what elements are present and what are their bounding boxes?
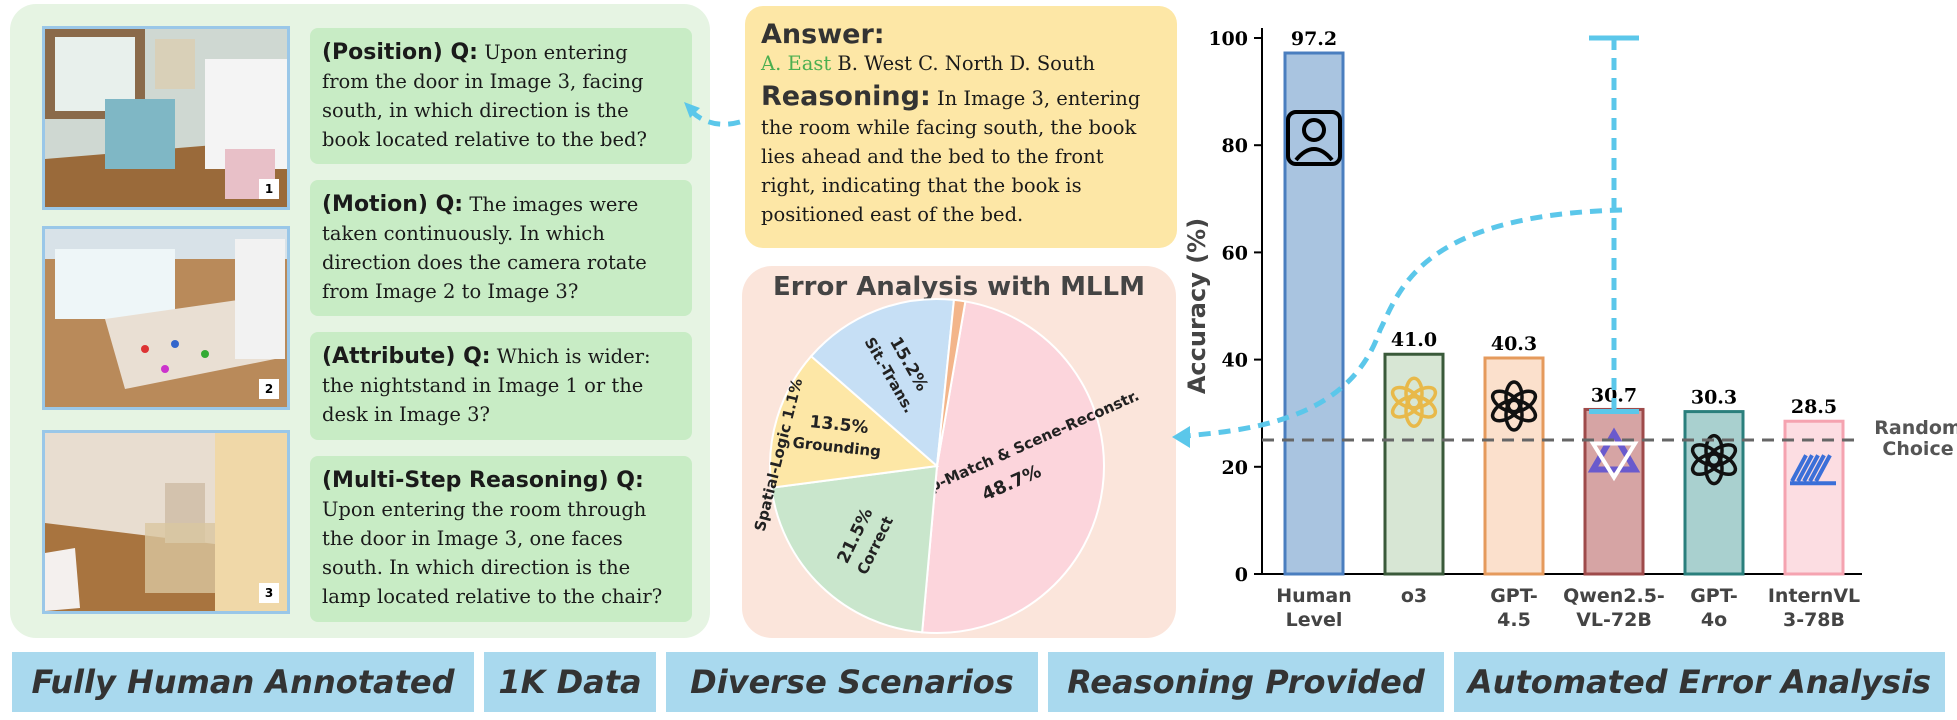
- scene-image-3: 3: [42, 430, 290, 614]
- y-axis-label: Accuracy (%): [1183, 218, 1211, 394]
- banner-reasoning-provided: Reasoning Provided: [1048, 652, 1444, 712]
- x-tick-label: 3-78B: [1783, 609, 1845, 631]
- person-icon: [1286, 110, 1342, 167]
- image-number-badge: 1: [259, 179, 279, 199]
- x-tick-label: GPT-: [1690, 585, 1738, 607]
- reasoning-heading: Reasoning:: [761, 81, 931, 112]
- x-tick-label: 4.5: [1497, 609, 1531, 631]
- correct-option: A. East: [761, 52, 832, 75]
- question-card-motion: (Motion) Q: The images were taken contin…: [310, 180, 692, 316]
- bar: [1483, 356, 1545, 576]
- x-tick-label: GPT-: [1490, 585, 1538, 607]
- reasoning-text: In Image 3, entering the room while faci…: [761, 87, 1141, 226]
- question-heading: (Multi-Step Reasoning) Q:: [322, 468, 644, 493]
- banner-human-annotated: Fully Human Annotated: [12, 652, 474, 712]
- internvl-logo-icon: [1790, 454, 1836, 486]
- question-heading: (Attribute) Q:: [322, 344, 491, 369]
- x-tick-label: InternVL: [1768, 585, 1860, 607]
- pie-slice: [770, 464, 939, 634]
- question-text: Upon entering the room through the door …: [322, 498, 663, 608]
- question-text: The images were taken continuously. In w…: [322, 193, 647, 303]
- y-tick-label: 80: [1222, 135, 1248, 157]
- scene-image-1: 1: [42, 26, 290, 210]
- answer-options: A. East B. West C. North D. South: [761, 49, 1161, 78]
- answer-card: Answer: A. East B. West C. North D. Sout…: [745, 6, 1177, 248]
- bar-value-label: 30.3: [1691, 387, 1737, 409]
- x-tick-label: Level: [1286, 609, 1343, 631]
- question-panel: 1 2 3 (Position) Q: Upon entering from t…: [10, 4, 710, 638]
- bar-value-label: 97.2: [1291, 28, 1337, 50]
- image-number-badge: 3: [259, 583, 279, 603]
- y-tick-label: 0: [1235, 564, 1248, 586]
- other-options: B. West C. North D. South: [837, 52, 1095, 75]
- x-tick-label: 4o: [1701, 609, 1727, 631]
- y-tick-label: 60: [1222, 242, 1248, 264]
- banner-diverse-scenarios: Diverse Scenarios: [666, 652, 1038, 712]
- pie-slice: [921, 300, 1105, 634]
- pie-slice: [809, 298, 956, 469]
- x-tick-label: Qwen2.5-: [1563, 585, 1665, 607]
- question-heading: (Position) Q:: [322, 40, 478, 65]
- bar: [1383, 352, 1445, 576]
- y-tick-label: 20: [1222, 457, 1248, 479]
- y-tick-label: 40: [1222, 350, 1248, 372]
- banner-error-analysis: Automated Error Analysis: [1454, 652, 1945, 712]
- pie-slice: [769, 354, 940, 489]
- x-tick-label: Human: [1276, 585, 1352, 607]
- error-analysis-card: Error Analysis with MLLM Overlap-Match &…: [742, 266, 1176, 638]
- question-text: Which is wider: the nightstand in Image …: [322, 345, 651, 426]
- banner-1k-data: 1K Data: [484, 652, 656, 712]
- random-choice-label: Choice: [1882, 438, 1953, 460]
- openai-logo-icon: [1690, 433, 1738, 486]
- error-pie-chart: Overlap-Match & Scene-Reconstr.48.7%21.5…: [751, 298, 1142, 634]
- x-tick-label: VL-72B: [1576, 609, 1652, 631]
- error-analysis-title: Error Analysis with MLLM: [773, 272, 1145, 302]
- bar: [1783, 419, 1845, 576]
- question-text: Upon entering from the door in Image 3, …: [322, 41, 647, 151]
- bar-value-label: 28.5: [1791, 396, 1837, 418]
- bar-value-label: 40.3: [1491, 333, 1537, 355]
- question-card-multistep: (Multi-Step Reasoning) Q: Upon entering …: [310, 456, 692, 622]
- scene-image-2: 2: [42, 226, 290, 410]
- question-heading: (Motion) Q:: [322, 192, 464, 217]
- x-tick-label: o3: [1401, 585, 1427, 607]
- y-tick-label: 100: [1208, 28, 1248, 50]
- bar-value-label: 41.0: [1391, 329, 1437, 351]
- answer-heading: Answer:: [761, 19, 885, 50]
- image-number-badge: 2: [259, 379, 279, 399]
- random-choice-label: Random: [1874, 417, 1957, 439]
- pie-slice: [936, 298, 967, 467]
- question-card-attribute: (Attribute) Q: Which is wider: the night…: [310, 332, 692, 440]
- question-card-position: (Position) Q: Upon entering from the doo…: [310, 28, 692, 164]
- qwen-logo-icon: [1587, 427, 1641, 482]
- bar: [1283, 51, 1345, 576]
